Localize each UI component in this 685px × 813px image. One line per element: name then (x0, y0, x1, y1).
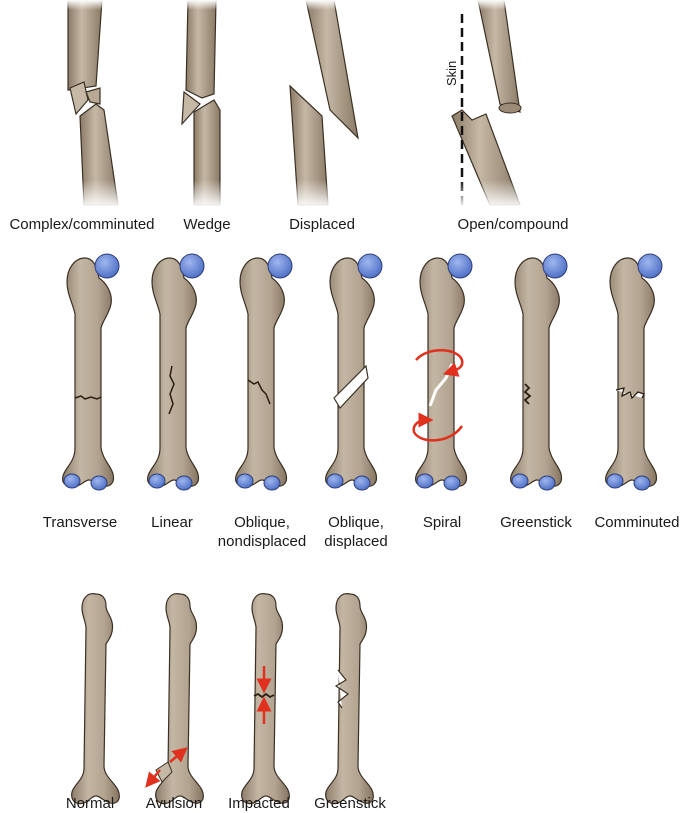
avulsion-arrow-down (145, 769, 161, 788)
fracture-line (74, 395, 102, 400)
avulsion-arrow-up (169, 747, 188, 763)
caption-oblique-displaced-line2: displaced (324, 533, 387, 550)
complex-comminuted-bone (67, 0, 119, 206)
caption-greenstick: Greenstick (500, 514, 572, 531)
femur-greenstick (325, 593, 374, 805)
rotation-arrow-top (415, 349, 464, 377)
femur-impacted (241, 593, 290, 805)
caption-open-compound: Open/compound (458, 216, 569, 233)
skin-label: Skin (444, 61, 459, 86)
caption-impacted: Impacted (228, 795, 290, 812)
caption-linear: Linear (151, 514, 193, 531)
greenstick-break (334, 669, 350, 709)
rotation-arrow-bottom (412, 412, 464, 442)
femur-greenstick (510, 253, 568, 491)
displaced-bone (289, 0, 359, 206)
fracture-gap (333, 364, 369, 409)
caption-avulsion: Avulsion (146, 795, 202, 812)
caption-wedge: Wedge (183, 216, 230, 233)
row2-captions: Transverse Linear Oblique, nondisplaced … (43, 514, 680, 550)
caption-oblique-nondisplaced-line2: nondisplaced (218, 533, 306, 550)
open-compound-bone: Skin (444, 0, 522, 206)
caption-displaced: Displaced (289, 216, 355, 233)
caption-oblique-nondisplaced-line1: Oblique, (234, 514, 290, 531)
wedge-bone (181, 0, 221, 206)
fracture-fragments (615, 387, 645, 400)
femur-comminuted (605, 253, 663, 491)
femur-normal (71, 593, 120, 805)
row3-captions: Normal Avulsion Impacted Greenstick (66, 795, 387, 812)
femur-linear (147, 253, 205, 491)
caption-normal: Normal (66, 795, 114, 812)
fracture-line (168, 365, 175, 415)
caption-greenstick-2: Greenstick (314, 795, 386, 812)
row2-femurs (62, 253, 663, 491)
caption-oblique-displaced-line1: Oblique, (328, 514, 384, 531)
row1-captions: Complex/comminuted Wedge Displaced Open/… (9, 216, 568, 233)
femur-avulsion (145, 593, 204, 805)
caption-complex-comminuted: Complex/comminuted (9, 216, 154, 233)
femur-transverse (62, 253, 120, 491)
caption-comminuted: Comminuted (594, 514, 679, 531)
femur-oblique-nondisplaced (235, 253, 293, 491)
fracture-line (523, 383, 532, 405)
femur-spiral (412, 253, 473, 491)
femur-oblique-displaced (325, 253, 383, 491)
row1-illustrations: Skin (40, 0, 560, 208)
row3-femurs (71, 593, 374, 805)
caption-transverse: Transverse (43, 514, 117, 531)
caption-spiral: Spiral (423, 514, 461, 531)
fracture-line (247, 379, 271, 405)
